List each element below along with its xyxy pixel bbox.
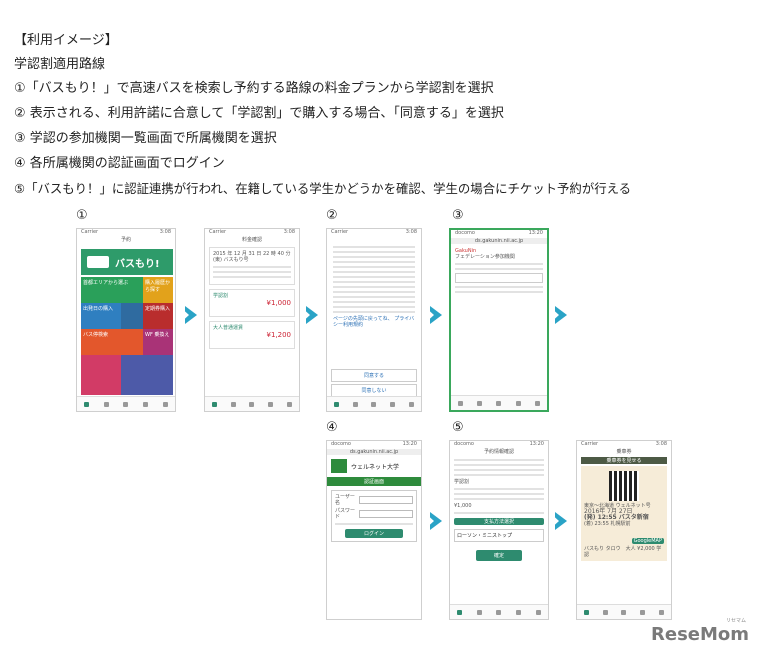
confirm-button[interactable]: 確定 <box>476 550 522 561</box>
logo-banner: バスもり! <box>81 249 173 275</box>
arrow-6 <box>549 512 567 530</box>
marker-4: ④ <box>326 420 338 435</box>
step-4-text: ④ 各所属機関の認証画面でログイン <box>14 156 225 171</box>
page-heading: 【利用イメージ】 <box>14 33 118 48</box>
pass-label: パスワード <box>335 508 356 520</box>
ticket-route: 東京〜北海道 ウェルネット号 <box>584 503 651 509</box>
plan-gakunin-label: 学認割 <box>213 293 229 299</box>
login-brand: ウェルネット大学 <box>351 463 400 471</box>
fare-route: (東) バスもり号 <box>213 257 249 263</box>
tile-stop[interactable]: バス停検索 <box>81 329 143 355</box>
login-url: ds.gakunin.nii.ac.jp <box>327 449 421 455</box>
discovery-url: ds.gakunin.nii.ac.jp <box>451 238 547 244</box>
arrow-2 <box>300 306 318 324</box>
login-button[interactable]: ログイン <box>345 529 403 538</box>
plan-gakunin[interactable]: 学認割 ¥1,000 <box>209 289 295 317</box>
tile-area[interactable]: 首都エリアから選ぶ <box>81 277 143 303</box>
ticket-dep: (発) 12:55 バスタ新宿 <box>584 514 649 521</box>
step-5-text: ⑤「バスもり！」に認証連携が行われ、在籍している学生かどうかを確認、学生の場合に… <box>14 181 632 196</box>
marker-5: ⑤ <box>452 420 464 435</box>
tile-transfer[interactable]: WF 乗換え <box>143 329 173 355</box>
ticket-ribbon: 乗車券を見せる <box>581 457 667 464</box>
discovery-org: フェデレーション参加機関 <box>455 254 515 260</box>
step-2-text: ② 表示される、利用許諾に合意して「学認割」で購入する場合、「同意する」を選択 <box>14 106 504 121</box>
screen-fare-title: 料金確認 <box>241 237 262 243</box>
gakunin-logo: GakuNin <box>455 248 477 254</box>
plan-adult[interactable]: 大人普通運賃 ¥1,200 <box>209 321 295 349</box>
tile-date[interactable]: 出発日の購入 <box>81 303 121 329</box>
screen-home-title: 予約 <box>120 237 131 243</box>
agree-button[interactable]: 同意する <box>331 369 417 382</box>
booking-amount: ¥1,000 <box>454 503 472 509</box>
arrow-5 <box>424 512 442 530</box>
user-label: ユーザー名 <box>335 494 355 506</box>
plan-adult-label: 大人普通運賃 <box>213 325 244 331</box>
ticket-header: 乗車券 <box>616 449 632 455</box>
plan-adult-price: ¥1,200 <box>266 331 292 339</box>
marker-2: ② <box>326 208 338 223</box>
bus-icon <box>87 256 109 268</box>
qr-code <box>609 471 639 501</box>
login-section: 認証画面 <box>327 477 421 486</box>
step-3-text: ③ 学認の参加機関一覧画面で所属機関を選択 <box>14 131 277 146</box>
org-select[interactable] <box>455 273 543 283</box>
tile-bus[interactable] <box>121 303 143 329</box>
tile-card[interactable] <box>121 355 173 395</box>
consent-link[interactable]: ページの先頭に戻ってね、 プライバシー利用規約 <box>333 316 415 328</box>
step-1-text: ①「バスもり！」で高速バスを検索し予約する路線の料金プランから学認割を選択 <box>14 81 494 96</box>
store-select[interactable]: ローソン・ミニストップ <box>454 529 544 542</box>
ticket-date: 2016年 7月 27日 <box>584 508 633 515</box>
watermark-logo: ReseMom <box>651 624 750 645</box>
pass-input[interactable] <box>359 510 413 518</box>
booking-title: 予約情報確認 <box>483 449 514 455</box>
arrow-4 <box>549 306 567 324</box>
user-input[interactable] <box>359 496 413 504</box>
map-tag[interactable]: GoogleMAP <box>631 538 664 544</box>
tile-search[interactable] <box>81 355 121 395</box>
watermark-sub: リセマム <box>726 618 747 624</box>
arrow-1 <box>179 306 197 324</box>
marker-3: ③ <box>452 208 464 223</box>
booking-kind: 学認割 <box>454 479 470 485</box>
fare-date: 2015 年 12 月 31 日 22 時 40 分 <box>213 251 291 257</box>
ticket-arr: (着) 23:55 札幌駅前 <box>584 521 631 527</box>
ticket-passenger: バスもり タロウ 大人 ¥2,000 学認 <box>584 546 662 558</box>
wellnet-logo <box>331 459 347 473</box>
plan-gakunin-price: ¥1,000 <box>266 299 292 307</box>
tile-history[interactable]: 購入履歴から探す <box>143 277 173 303</box>
arrow-3 <box>424 306 442 324</box>
app-logo: バスもり! <box>115 259 160 270</box>
tile-pass[interactable]: 定期券購入 <box>143 303 173 329</box>
page-subheading: 学認割適用路線 <box>14 57 106 72</box>
marker-1: ① <box>76 208 88 223</box>
pay-header: 支払方法選択 <box>454 518 544 525</box>
